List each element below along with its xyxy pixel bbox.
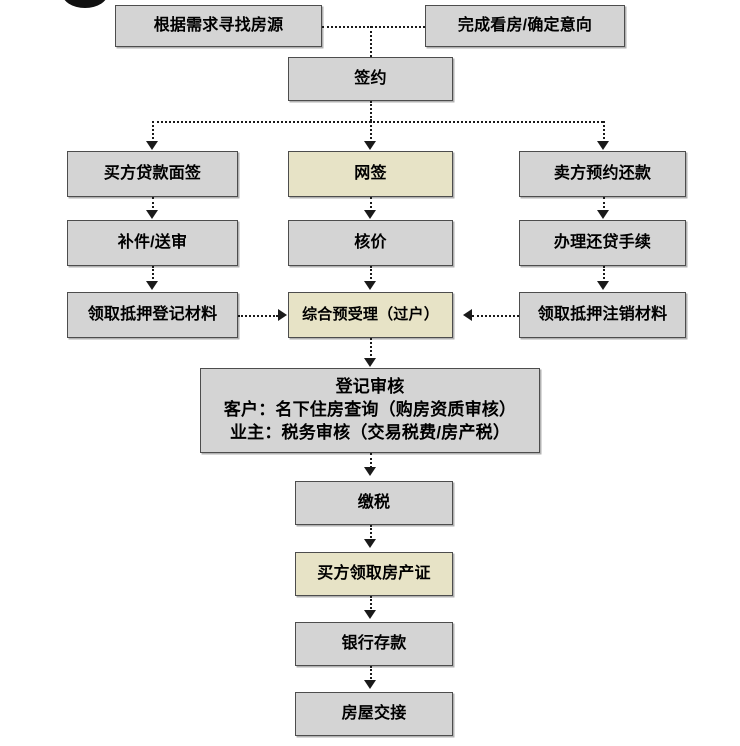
connector-preacceptance-to-registration (370, 338, 372, 360)
connector-viewing-to-sign (370, 26, 372, 57)
node-mortgage-reg-docs[interactable]: 领取抵押登记材料 (67, 292, 238, 338)
connector-loan-to-supplement (152, 197, 154, 212)
node-buyer-get-deed[interactable]: 买方领取房产证 (295, 552, 453, 596)
node-supplement-review[interactable]: 补件/送审 (67, 220, 238, 266)
node-seller-repay-appt-label: 卖方预约还款 (553, 165, 652, 183)
arrowhead-onlinesign-to-price (364, 210, 376, 219)
connector-branch-center (370, 121, 372, 143)
node-online-sign[interactable]: 网签 (288, 151, 453, 197)
node-supplement-review-label: 补件/送审 (117, 234, 188, 252)
connector-deposit-to-handover (370, 666, 372, 682)
node-pre-acceptance[interactable]: 综合预受理（过户） (288, 292, 453, 338)
node-repay-procedure[interactable]: 办理还贷手续 (519, 220, 686, 266)
arrowhead-tax-to-deed (364, 539, 376, 548)
node-price-verify[interactable]: 核价 (288, 220, 453, 266)
node-find-source-label: 根据需求寻找房源 (153, 17, 284, 35)
node-price-verify-label: 核价 (354, 234, 387, 252)
node-bank-deposit-label: 银行存款 (341, 635, 407, 653)
node-find-source[interactable]: 根据需求寻找房源 (115, 5, 322, 47)
node-buyer-get-deed-label: 买方领取房产证 (317, 565, 431, 583)
connector-find-to-viewing (322, 26, 425, 28)
connector-deed-to-deposit (370, 596, 372, 612)
node-registration-review[interactable]: 登记审核 客户：名下住房查询（购房资质审核） 业主：税务审核（交易税费/房产税） (200, 368, 540, 453)
node-mortgage-reg-docs-label: 领取抵押登记材料 (87, 306, 218, 324)
node-bank-deposit[interactable]: 银行存款 (295, 622, 453, 666)
node-seller-repay-appt[interactable]: 卖方预约还款 (519, 151, 686, 197)
connector-branch-bus (152, 121, 603, 123)
registration-review-heading: 登记审核 (335, 377, 405, 397)
connector-branch-left (152, 121, 154, 143)
connector-registration-to-tax (370, 453, 372, 468)
node-pay-tax[interactable]: 缴税 (295, 481, 453, 525)
node-viewing-intent-label: 完成看房/确定意向 (457, 17, 593, 35)
connector-price-to-preacceptance (370, 266, 372, 283)
arrowhead-branch-left (146, 141, 158, 150)
arrowhead-canceldocs-to-preacceptance (463, 309, 472, 321)
connector-canceldocs-to-preacceptance (472, 315, 519, 317)
registration-review-owner: 业主：税务审核（交易税费/房产税） (229, 422, 511, 442)
arrowhead-deposit-to-handover (364, 680, 376, 689)
arrowhead-procedure-to-canceldocs (597, 281, 609, 290)
node-buyer-loan-sign-label: 买方贷款面签 (103, 165, 202, 183)
connector-procedure-to-canceldocs (603, 266, 605, 283)
node-house-handover-label: 房屋交接 (341, 705, 407, 723)
node-pre-acceptance-label: 综合预受理（过户） (302, 305, 439, 323)
arrowhead-price-to-preacceptance (364, 281, 376, 290)
node-house-handover[interactable]: 房屋交接 (295, 692, 453, 736)
node-buyer-loan-sign[interactable]: 买方贷款面签 (67, 151, 238, 197)
node-sign-contract-label: 签约 (354, 70, 387, 88)
arrowhead-registration-to-tax (364, 467, 376, 476)
registration-review-lines: 登记审核 客户：名下住房查询（购房资质审核） 业主：税务审核（交易税费/房产税） (201, 376, 539, 445)
arrowhead-supplement-to-regdocs (146, 281, 158, 290)
node-pay-tax-label: 缴税 (357, 494, 391, 512)
arrowhead-preacceptance-to-registration (364, 358, 376, 367)
arrowhead-loan-to-supplement (146, 210, 158, 219)
node-sign-contract[interactable]: 签约 (288, 57, 453, 101)
node-viewing-intent[interactable]: 完成看房/确定意向 (425, 5, 625, 47)
node-mortgage-cancel-docs-label: 领取抵押注销材料 (537, 306, 668, 324)
connector-branch-right (603, 121, 605, 143)
arrowhead-regdocs-to-preacceptance (278, 309, 287, 321)
registration-review-customer: 客户：名下住房查询（购房资质审核） (223, 400, 517, 420)
arrowhead-repayappt-to-procedure (597, 210, 609, 219)
node-online-sign-label: 网签 (354, 165, 387, 183)
connector-supplement-to-regdocs (152, 266, 154, 283)
connector-repayappt-to-procedure (603, 197, 605, 212)
connector-onlinesign-to-price (370, 197, 372, 212)
connector-regdocs-to-preacceptance (238, 315, 278, 317)
arrowhead-branch-right (597, 141, 609, 150)
connector-sign-down (370, 101, 372, 121)
arrowhead-branch-center (364, 141, 376, 150)
node-mortgage-cancel-docs[interactable]: 领取抵押注销材料 (519, 292, 686, 338)
connector-tax-to-deed (370, 525, 372, 541)
arrowhead-deed-to-deposit (364, 610, 376, 619)
node-repay-procedure-label: 办理还贷手续 (553, 234, 652, 252)
decorative-circle (62, 0, 108, 8)
